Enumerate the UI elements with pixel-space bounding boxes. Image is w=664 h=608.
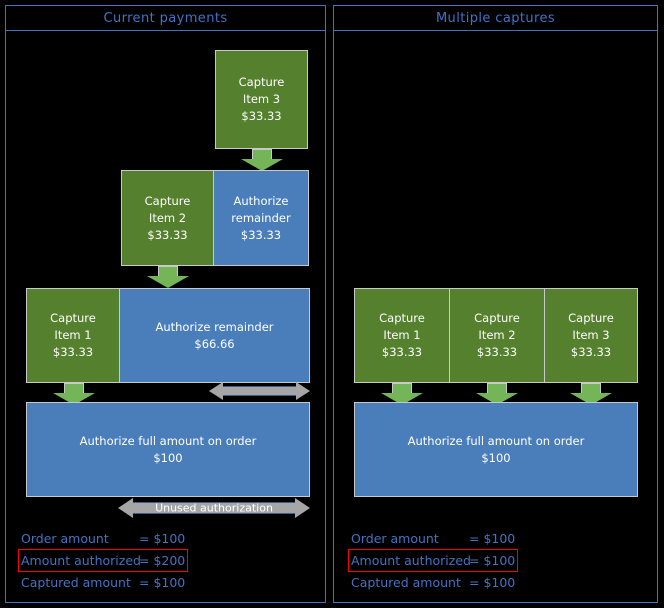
box-line: Authorize full amount on order bbox=[79, 433, 257, 448]
box-line: Capture bbox=[238, 75, 285, 89]
legend-label: Captured amount bbox=[351, 575, 461, 590]
legend-row-amount-authorized: Amount authorized = $100 bbox=[348, 549, 519, 572]
legend-row-captured-amount: Captured amount = $100 bbox=[351, 572, 518, 593]
box-line: $66.66 bbox=[194, 336, 235, 351]
legend-label: Order amount bbox=[351, 531, 439, 546]
right-legend: Order amount = $100 Amount authorized = … bbox=[348, 528, 519, 593]
legend-value: = $100 bbox=[469, 575, 516, 590]
box-line: Item 3 bbox=[572, 328, 610, 342]
box-line: remainder bbox=[231, 210, 291, 225]
legend-value: = $100 bbox=[469, 553, 516, 568]
legend-row-amount-authorized: Amount authorized = $200 bbox=[18, 549, 189, 572]
legend-row-captured-amount: Captured amount = $100 bbox=[21, 572, 188, 593]
legend-label: Order amount bbox=[21, 531, 109, 546]
double-arrow-icon-unlabeled bbox=[209, 382, 310, 400]
left-box-authorize-remainder-2[interactable]: Authorize remainder $33.33 bbox=[213, 170, 309, 266]
box-line: Capture bbox=[50, 311, 96, 325]
left-box-capture-item-3[interactable]: Capture Item 3 $33.33 bbox=[215, 50, 308, 149]
legend-label: Amount authorized bbox=[21, 553, 141, 568]
box-line: Authorize remainder bbox=[155, 319, 274, 334]
box-line: $33.33 bbox=[570, 345, 612, 359]
left-panel-header: Current payments bbox=[5, 5, 326, 31]
right-panel-header: Multiple captures bbox=[333, 5, 658, 31]
box-line: $100 bbox=[153, 450, 183, 465]
box-line: Capture bbox=[474, 311, 520, 325]
box-line: Item 2 bbox=[148, 210, 187, 225]
unused-authorization-arrow: Unused authorization bbox=[118, 498, 310, 518]
legend-label: Amount authorized bbox=[351, 553, 471, 568]
box-line: $33.33 bbox=[52, 345, 94, 359]
left-panel-title: Current payments bbox=[103, 10, 228, 26]
arrow-down-icon bbox=[241, 149, 283, 171]
right-panel-title: Multiple captures bbox=[435, 10, 556, 26]
box-line: Item 1 bbox=[383, 328, 421, 342]
box-line: Item 3 bbox=[242, 92, 281, 106]
box-line: Capture bbox=[568, 311, 614, 325]
legend-row-order-amount: Order amount = $100 bbox=[351, 528, 518, 549]
box-line: Capture bbox=[144, 193, 191, 208]
legend-value: = $200 bbox=[139, 553, 186, 568]
box-line: $33.33 bbox=[240, 227, 282, 242]
legend-value: = $100 bbox=[139, 575, 186, 590]
box-line: Item 1 bbox=[54, 328, 92, 342]
box-line: $33.33 bbox=[241, 109, 282, 123]
right-box-capture-item-3[interactable]: Capture Item 3 $33.33 bbox=[544, 288, 638, 383]
legend-value: = $100 bbox=[139, 531, 186, 546]
unused-authorization-label: Unused authorization bbox=[155, 501, 273, 515]
left-box-authorize-remainder-1[interactable]: Authorize remainder $66.66 bbox=[119, 288, 310, 383]
box-line: Item 2 bbox=[478, 328, 516, 342]
left-box-authorize-full-amount[interactable]: Authorize full amount on order $100 bbox=[26, 402, 310, 497]
left-box-capture-item-1[interactable]: Capture Item 1 $33.33 bbox=[26, 288, 120, 383]
right-box-capture-item-2[interactable]: Capture Item 2 $33.33 bbox=[449, 288, 545, 383]
legend-value: = $100 bbox=[469, 531, 516, 546]
legend-label: Captured amount bbox=[21, 575, 131, 590]
left-legend: Order amount = $100 Amount authorized = … bbox=[18, 528, 189, 593]
box-line: Capture bbox=[379, 311, 425, 325]
box-line: $33.33 bbox=[147, 227, 188, 242]
box-line: $33.33 bbox=[381, 345, 423, 359]
legend-row-order-amount: Order amount = $100 bbox=[21, 528, 188, 549]
box-line: $33.33 bbox=[476, 345, 518, 359]
right-box-capture-item-1[interactable]: Capture Item 1 $33.33 bbox=[354, 288, 450, 383]
box-line: Authorize full amount on order bbox=[407, 433, 585, 448]
arrow-down-icon bbox=[147, 266, 189, 288]
box-line: Authorize bbox=[233, 193, 289, 208]
left-box-capture-item-2[interactable]: Capture Item 2 $33.33 bbox=[121, 170, 214, 266]
right-box-authorize-full-amount[interactable]: Authorize full amount on order $100 bbox=[354, 402, 638, 497]
box-line: $100 bbox=[481, 450, 511, 465]
